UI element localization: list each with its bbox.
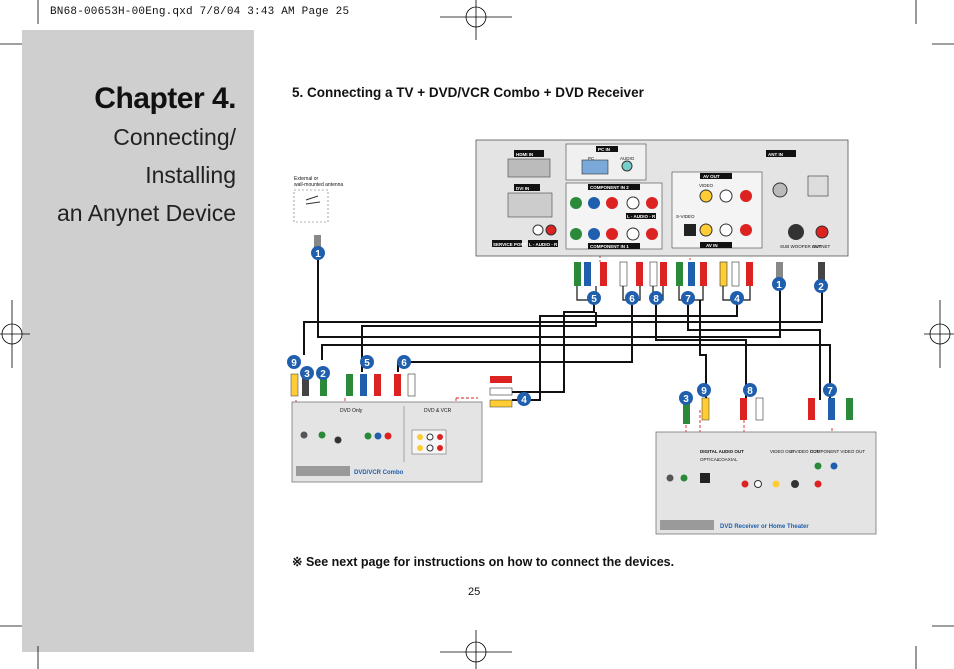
footnote: ※ See next page for instructions on how …: [292, 555, 675, 569]
svg-text:8: 8: [747, 386, 753, 397]
tv-label-audio: AUDIO: [620, 156, 635, 161]
callout-3-combo: 3: [300, 366, 314, 380]
tv-label-comp1: COMPONENT IN 1: [590, 244, 629, 249]
svg-text:8: 8: [653, 294, 659, 305]
tv-label-dvi: DVI IN: [516, 186, 529, 191]
callout-2-anynet: 2: [814, 279, 828, 293]
combo-label-dvd-only: DVD Only: [340, 408, 363, 414]
tv-label-pc: PC: [588, 156, 595, 161]
chapter-subtitle-line-1: Connecting/: [113, 124, 236, 150]
tv-label-video: VIDEO: [699, 183, 714, 188]
svg-text:1: 1: [776, 280, 782, 291]
callout-2-combo: 2: [316, 366, 330, 380]
dvd-vcr-combo-panel: DVD Only DVD & VCR DVD/VCR Combo: [290, 373, 513, 483]
callout-7-tv: 7: [681, 291, 695, 305]
tv-label-subwoofer: SUB WOOFER OUT: [780, 244, 822, 249]
svg-text:7: 7: [827, 386, 833, 397]
svg-text:1: 1: [315, 249, 321, 260]
svg-text:5: 5: [364, 358, 370, 369]
callout-4-cable: 4: [517, 392, 531, 406]
callout-4-tv: 4: [730, 291, 744, 305]
antenna-label-line2: wall-mounted antenna: [294, 182, 343, 188]
callout-8-tv: 8: [649, 291, 663, 305]
page-number: 25: [468, 586, 481, 598]
svg-text:9: 9: [291, 358, 297, 369]
tv-label-comp2: COMPONENT IN 2: [590, 185, 629, 190]
callout-1-ant: 1: [772, 277, 786, 291]
svg-text:7: 7: [685, 294, 691, 305]
dvd-receiver-panel: DIGITAL AUDIO OUT OPTICAL COAXIAL VIDEO …: [655, 397, 877, 535]
svg-text:5: 5: [591, 294, 597, 305]
callout-8-receiver: 8: [743, 383, 757, 397]
callout-6-combo: 6: [397, 355, 411, 369]
callout-9-receiver: 9: [697, 383, 711, 397]
file-header-line: BN68-00653H-00Eng.qxd 7/8/04 3:43 AM Pag…: [50, 6, 350, 18]
receiver-label-component-out: COMPONENT VIDEO OUT: [810, 449, 865, 454]
tv-label-svideo: S-VIDEO: [676, 214, 695, 219]
callout-1-tv: 1: [311, 246, 325, 260]
tv-label-hdmi: HDMI IN: [516, 152, 533, 157]
tv-label-ant-in: ANT IN: [768, 152, 783, 157]
chapter-sidebar: [22, 30, 254, 652]
tv-label-audio-small: L - AUDIO - R: [529, 242, 558, 247]
callout-6-tv: 6: [625, 291, 639, 305]
tv-label-av-out: AV OUT: [703, 174, 720, 179]
callout-5-combo: 5: [360, 355, 374, 369]
chapter-subtitle-line-3: an Anynet Device: [56, 200, 236, 226]
combo-label-dvd-vcr: DVD & VCR: [424, 408, 452, 414]
svg-text:2: 2: [818, 282, 824, 293]
callout-5-tv: 5: [587, 291, 601, 305]
chapter-sidebar-text: Chapter 4. Connecting/ Installing an Any…: [22, 30, 254, 652]
svg-text:2: 2: [320, 369, 326, 380]
tv-label-pc-in: PC IN: [598, 147, 610, 152]
callout-3-receiver: 3: [679, 391, 693, 405]
receiver-label-digital-audio: DIGITAL AUDIO OUT: [700, 449, 744, 454]
tv-label-service: SERVICE PORT: [493, 242, 527, 247]
cable-lines: [303, 255, 831, 410]
tv-label-av-in: AV IN: [706, 243, 718, 248]
chapter-title: Chapter 4.: [94, 82, 236, 115]
svg-text:6: 6: [401, 358, 407, 369]
callout-markers: 1 5 6 8 7 4 1 2 9 3 2 5 6 4 3 9 8 7: [287, 246, 837, 406]
svg-text:3: 3: [304, 369, 310, 380]
svg-text:4: 4: [734, 294, 740, 305]
receiver-device-label: DVD Receiver or Home Theater: [720, 524, 809, 530]
receiver-label-optical: OPTICAL: [700, 457, 720, 462]
receiver-label-video-out: VIDEO OUT: [770, 449, 795, 454]
tv-label-anynet: ANYNET: [812, 244, 831, 249]
antenna-illustration: External or wall-mounted antenna: [293, 176, 343, 249]
callout-9-combo: 9: [287, 355, 301, 369]
chapter-subtitle-line-2: Installing: [145, 162, 236, 188]
svg-text:6: 6: [629, 294, 635, 305]
svg-text:4: 4: [521, 395, 527, 406]
tv-cable-plugs: [574, 261, 825, 301]
receiver-label-svideo-out: S-VIDEO OUT: [790, 449, 820, 454]
section-title: 5. Connecting a TV + DVD/VCR Combo + DVD…: [292, 85, 644, 100]
tv-label-audio-lr: L - AUDIO - R: [627, 214, 656, 219]
receiver-label-coaxial: COAXIAL: [718, 457, 738, 462]
tv-back-panel: HDMI IN DVI IN SERVICE PORT L - AUDIO - …: [475, 139, 849, 257]
antenna-label-line1: External or: [294, 176, 319, 182]
callout-7-receiver: 7: [823, 383, 837, 397]
svg-text:9: 9: [701, 386, 707, 397]
combo-device-label: DVD/VCR Combo: [354, 470, 404, 476]
svg-text:3: 3: [683, 394, 689, 405]
